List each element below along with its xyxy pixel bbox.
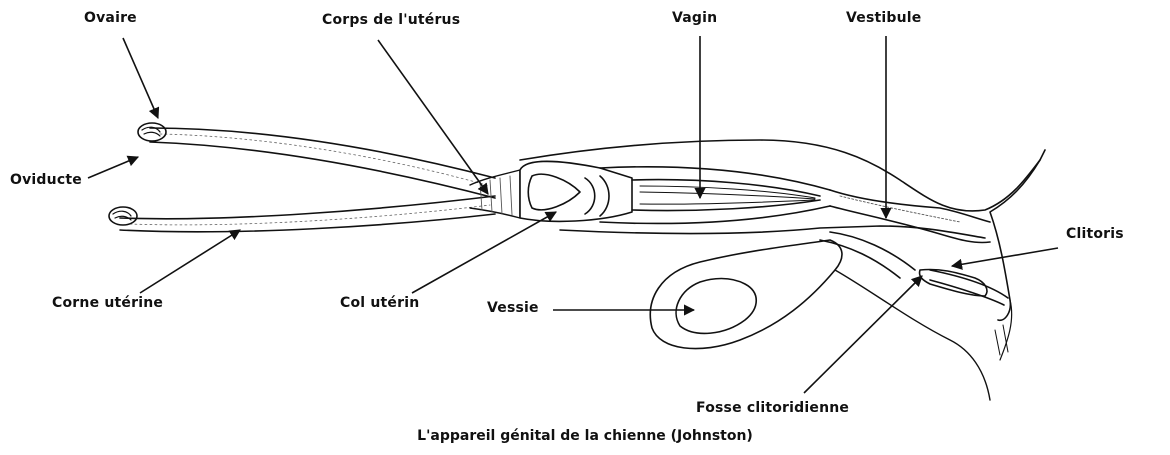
- bladder: [650, 240, 842, 349]
- cervix: [520, 161, 632, 221]
- arrow-col-uterin: [412, 212, 556, 293]
- label-vagin: Vagin: [672, 10, 717, 26]
- arrow-fosse-clitoridienne: [804, 276, 922, 393]
- lower-uterine-horn: [120, 196, 495, 219]
- label-corne-uterine: Corne utérine: [52, 295, 163, 311]
- upper-ovary: [138, 123, 166, 141]
- arrow-oviducte: [88, 157, 138, 178]
- label-vestibule: Vestibule: [846, 10, 921, 26]
- arrow-ovaire: [123, 38, 158, 118]
- vagina: [600, 167, 830, 224]
- figure-caption: L'appareil génital de la chienne (Johnst…: [0, 428, 1170, 444]
- label-col-uterin: Col utérin: [340, 295, 419, 311]
- label-corps-uterus: Corps de l'utérus: [322, 12, 460, 28]
- label-ovaire: Ovaire: [84, 10, 137, 26]
- urethra: [830, 232, 915, 270]
- lower-ovary: [109, 207, 137, 225]
- label-clitoris: Clitoris: [1066, 226, 1124, 242]
- arrow-corne-uterine: [140, 230, 240, 293]
- arrow-clitoris: [952, 248, 1058, 266]
- label-oviducte: Oviducte: [10, 172, 82, 188]
- label-vessie: Vessie: [487, 300, 539, 316]
- label-fosse-clitoridienne: Fosse clitoridienne: [696, 400, 849, 416]
